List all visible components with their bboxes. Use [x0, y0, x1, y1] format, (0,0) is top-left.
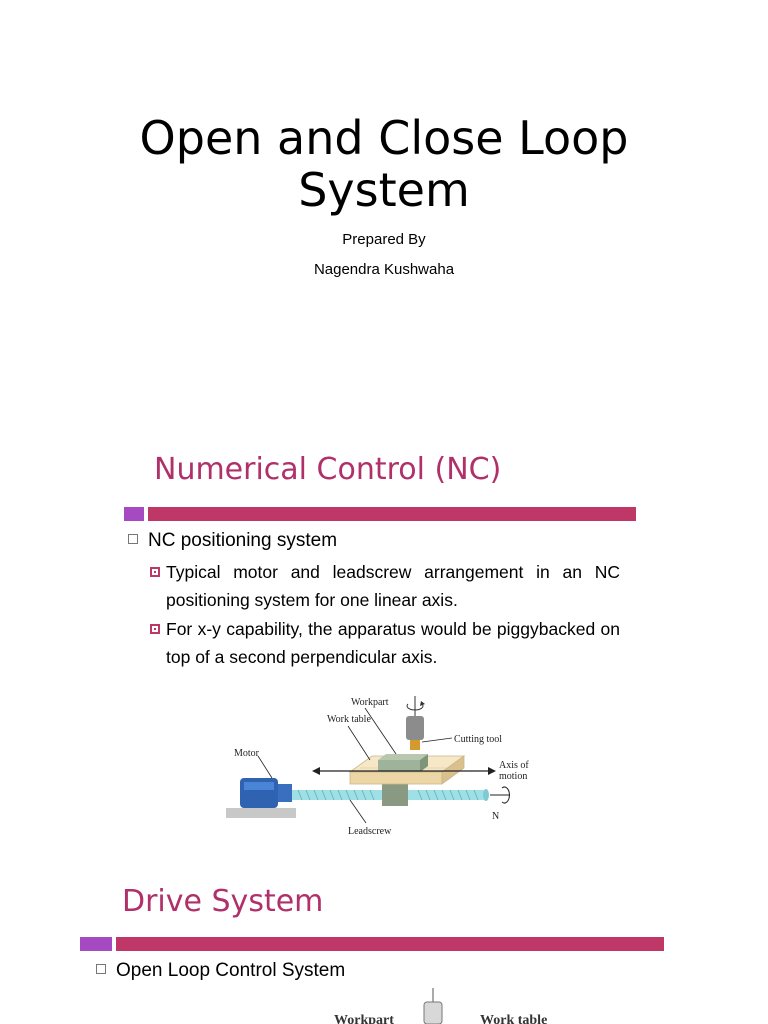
label-leadscrew: Leadscrew: [348, 826, 392, 837]
bullet-filled-square-icon: [150, 567, 160, 577]
motor-base: [226, 808, 296, 818]
cutting-tool-shape: [406, 696, 425, 750]
drive-bullet: Open Loop Control System: [96, 960, 345, 982]
label-n: N: [492, 811, 499, 822]
label-workpart: Workpart: [351, 697, 389, 708]
label-axis-of: Axis of: [499, 760, 529, 771]
label-workpart-partial: Workpart: [334, 1013, 394, 1024]
page-title: Open and Close Loop System: [0, 112, 768, 216]
nc-leadscrew-diagram: Workpart Work table Cutting tool Motor A…: [226, 696, 529, 837]
accent-bar: [124, 507, 144, 521]
label-cutting-tool: Cutting tool: [454, 734, 502, 745]
nc-bullet-text: NC positioning system: [148, 530, 338, 551]
title-line-2: System: [298, 163, 470, 217]
bullet-filled-square-icon: [150, 624, 160, 634]
accent-bar: [80, 937, 112, 951]
author-name: Nagendra Kushwaha: [313, 261, 455, 278]
label-work-table-partial: Work table: [480, 1013, 547, 1024]
label-motion: motion: [499, 771, 527, 782]
label-motor: Motor: [234, 748, 260, 759]
drive-slide-heading: Drive System: [122, 884, 324, 919]
open-loop-diagram-partial: Workpart Work table: [334, 988, 547, 1024]
cutting-tool-shape: [423, 1001, 443, 1024]
label-work-table: Work table: [327, 714, 371, 725]
heading-underline-bar: [148, 507, 636, 521]
prepared-by-label: Prepared By: [342, 231, 426, 248]
bullet-square-icon: [128, 533, 138, 544]
leadscrew-nut: [382, 784, 408, 806]
axis-of-motion-arrow: [312, 767, 496, 775]
nc-sub-bullet-1: Typical motor and leadscrew arrangement …: [166, 562, 620, 610]
drive-bullet-text: Open Loop Control System: [116, 960, 346, 981]
motor-shape: [240, 778, 292, 808]
nc-bullet: NC positioning system: [128, 530, 337, 552]
nc-slide-heading: Numerical Control (NC): [154, 452, 502, 487]
rotation-n-icon: [490, 786, 510, 804]
drive-slide: Drive System Open Loop Control System Wo…: [74, 872, 674, 1024]
title-slide: Open and Close Loop System Prepared By N…: [0, 0, 768, 420]
heading-underline-bar: [116, 937, 664, 951]
workpart-shape: [378, 754, 428, 772]
title-line-1: Open and Close Loop: [139, 111, 629, 165]
nc-slide: Numerical Control (NC) NC positioning sy…: [0, 440, 768, 860]
nc-sub-bullet-2: For x-y capability, the apparatus would …: [166, 619, 620, 667]
bullet-square-icon: [96, 963, 106, 974]
